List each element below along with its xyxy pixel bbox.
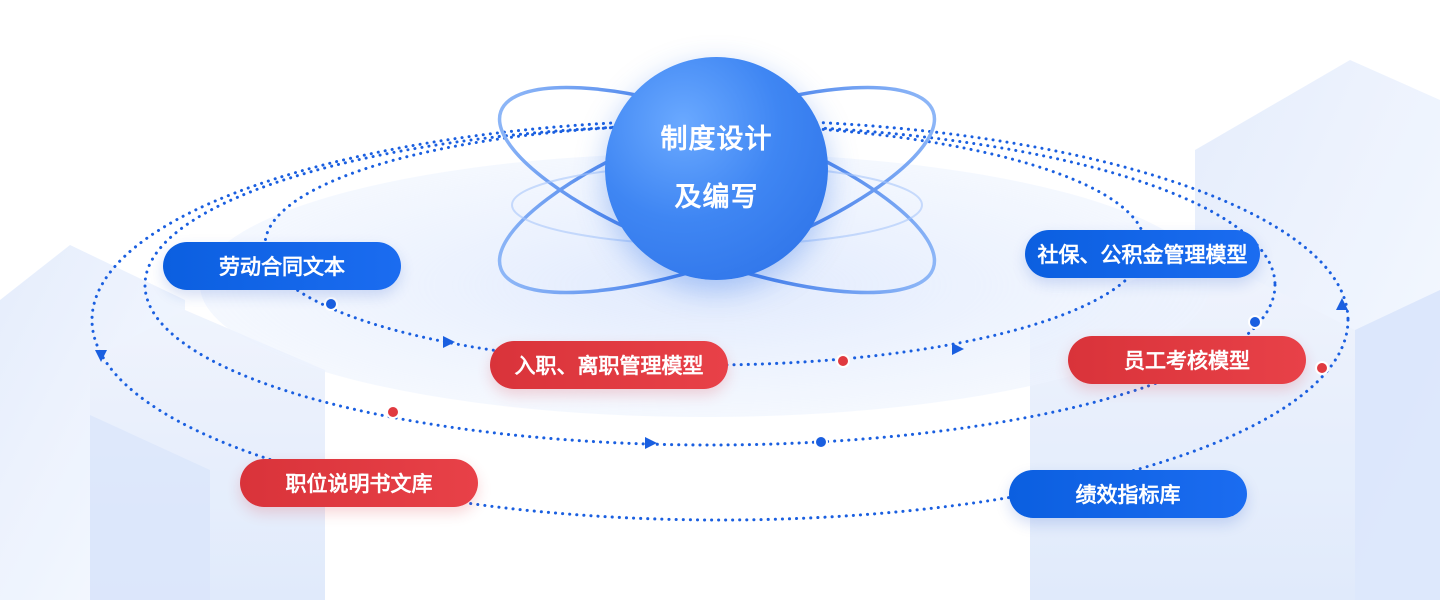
flow-arrows	[95, 298, 1348, 449]
background-blocks	[0, 60, 1440, 600]
hub-title-line2: 及编写	[674, 181, 759, 213]
node-onboarding-offboarding[interactable]: 入职、离职管理模型	[490, 341, 728, 389]
arrow-mark	[95, 350, 107, 362]
node-employee-assessment[interactable]: 员工考核模型	[1068, 336, 1306, 384]
node-label: 员工考核模型	[1124, 349, 1250, 373]
arrow-mark	[443, 336, 455, 348]
node-labor-contract[interactable]: 劳动合同文本	[163, 242, 401, 290]
node-label: 劳动合同文本	[219, 255, 345, 279]
node-job-description[interactable]: 职位说明书文库	[240, 459, 478, 507]
arrow-mark	[1336, 298, 1348, 310]
center-hub: 制度设计 及编写	[605, 57, 828, 280]
outer-orbit	[90, 118, 1350, 522]
hub-title-line1: 制度设计	[660, 123, 773, 155]
orbit-dots	[324, 297, 1329, 449]
node-label: 职位说明书文库	[285, 472, 433, 496]
arrow-mark	[645, 437, 657, 449]
node-social-insurance[interactable]: 社保、公积金管理模型	[1025, 230, 1260, 278]
node-label: 绩效指标库	[1075, 483, 1181, 507]
node-label: 入职、离职管理模型	[514, 354, 704, 378]
middle-orbit	[143, 123, 1277, 447]
node-label: 社保、公积金管理模型	[1037, 243, 1248, 267]
node-kpi-library[interactable]: 绩效指标库	[1009, 470, 1247, 518]
arrow-mark	[952, 343, 964, 355]
